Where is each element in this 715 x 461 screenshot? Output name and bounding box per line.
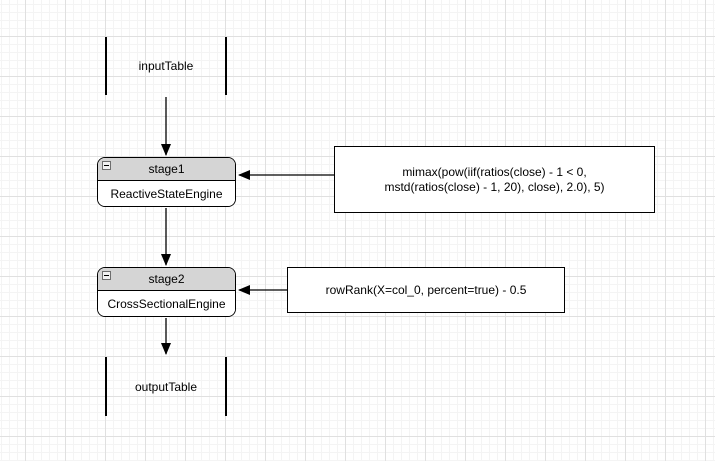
stage2-engine-label: CrossSectionalEngine bbox=[107, 296, 226, 311]
stage1-body: ReactiveStateEngine bbox=[98, 181, 235, 206]
annotation-stage2-formula[interactable]: rowRank(X=col_0, percent=true) - 0.5 bbox=[287, 267, 565, 313]
annotation-stage1-formula[interactable]: mimax(pow(iif(ratios(close) - 1 < 0, mst… bbox=[334, 146, 655, 213]
output-table-label: outputTable bbox=[134, 379, 198, 394]
stage2-body: CrossSectionalEngine bbox=[98, 291, 235, 316]
input-table-label: inputTable bbox=[138, 59, 194, 73]
collapse-icon[interactable] bbox=[102, 271, 111, 280]
node-output-table[interactable]: outputTable bbox=[105, 357, 227, 416]
stage2-formula-line1: rowRank(X=col_0, percent=true) - 0.5 bbox=[325, 282, 527, 297]
stage1-formula-line2: mstd(ratios(close) - 1, 20), close), 2.0… bbox=[384, 179, 605, 194]
node-stage1[interactable]: stage1 ReactiveStateEngine bbox=[97, 157, 236, 207]
right-bar bbox=[225, 357, 227, 416]
collapse-icon[interactable] bbox=[102, 161, 111, 170]
node-input-table[interactable]: inputTable bbox=[105, 37, 227, 95]
right-bar bbox=[225, 37, 227, 95]
node-stage2[interactable]: stage2 CrossSectionalEngine bbox=[97, 267, 236, 317]
stage1-title: stage1 bbox=[148, 162, 185, 176]
left-bar bbox=[105, 37, 107, 95]
stage2-title: stage2 bbox=[148, 272, 185, 286]
stage2-header: stage2 bbox=[98, 268, 235, 291]
stage1-formula-line1: mimax(pow(iif(ratios(close) - 1 < 0, bbox=[402, 164, 587, 179]
left-bar bbox=[105, 357, 107, 416]
stage1-engine-label: ReactiveStateEngine bbox=[110, 186, 223, 201]
stage1-header: stage1 bbox=[98, 158, 235, 181]
